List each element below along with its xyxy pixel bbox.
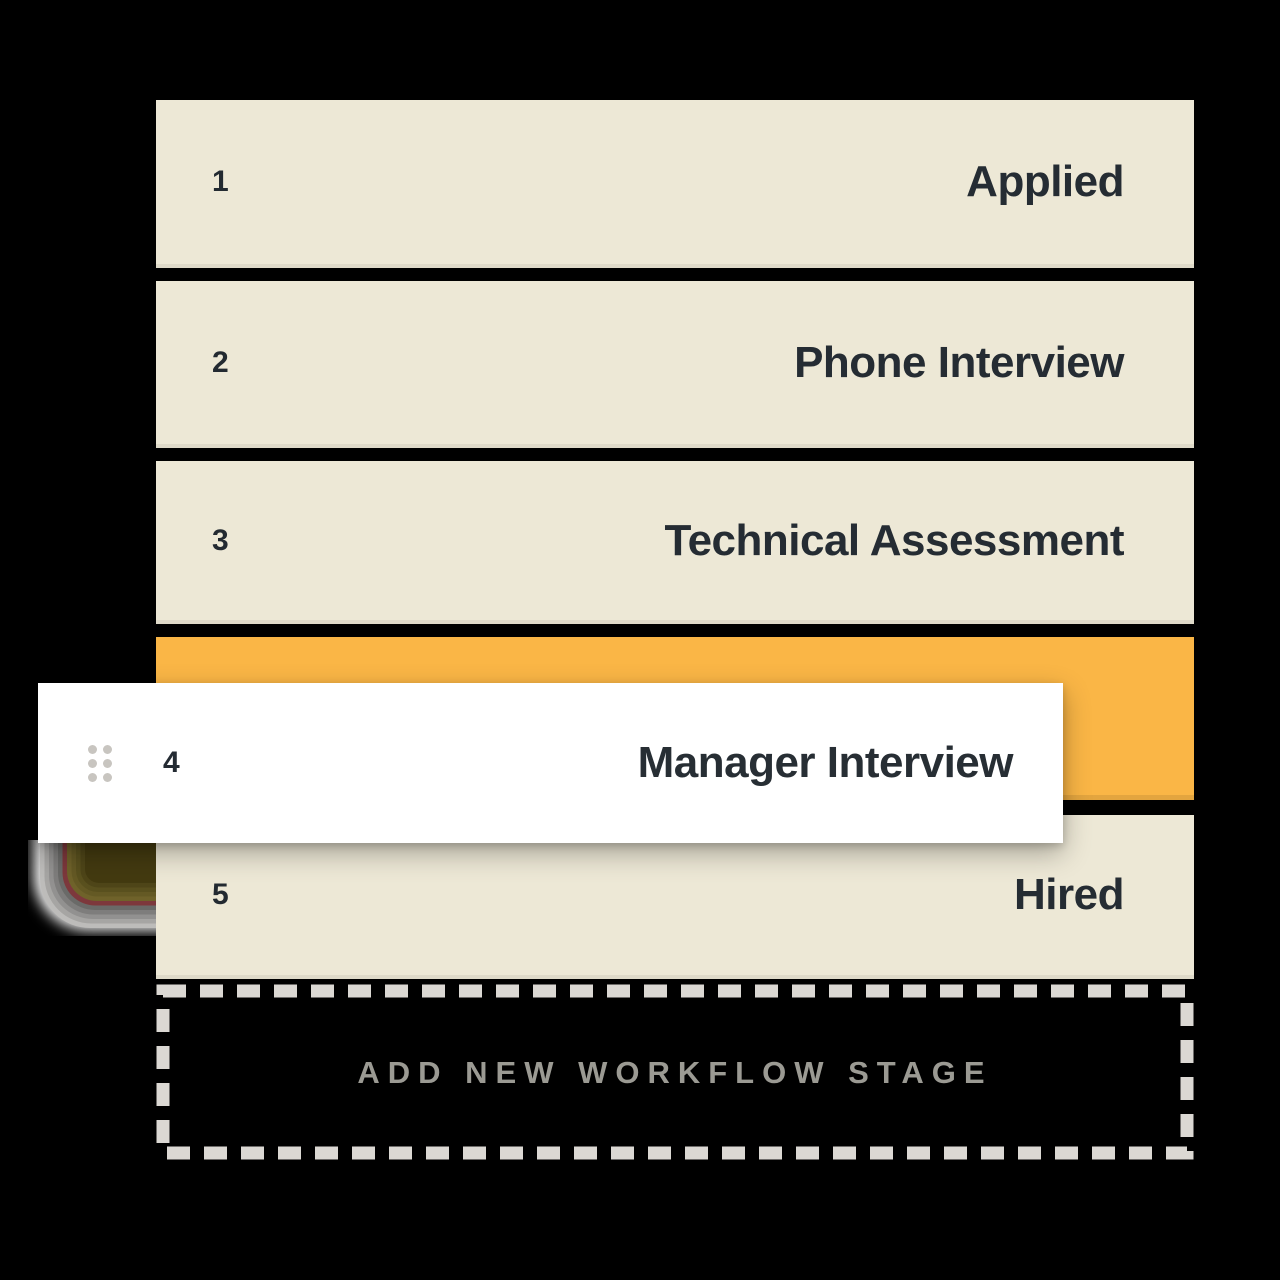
add-stage-button[interactable]: ADD NEW WORKFLOW STAGE [156,984,1194,1160]
stage-label: Phone Interview [794,337,1124,387]
dragged-stage-card-manager-interview[interactable]: 4 Manager Interview [38,683,1063,843]
stage-number: 2 [212,345,229,379]
stage-number: 3 [212,523,229,557]
drag-motion-artifact [34,840,160,930]
stage-label: Applied [966,157,1124,206]
stage-number: 5 [212,878,229,911]
add-stage-button-label: ADD NEW WORKFLOW STAGE [357,1054,993,1090]
stage-label: Manager Interview [637,738,1014,787]
stage-number: 1 [212,165,229,198]
drag-handle-icon[interactable] [88,744,112,782]
stage-number: 4 [163,746,180,779]
stage-row-applied[interactable]: 1 Applied [156,100,1194,268]
stage-row-phone-interview[interactable]: 2 Phone Interview [156,281,1194,448]
stage-row-technical-assessment[interactable]: 3 Technical Assessment [156,461,1194,624]
stage-label: Hired [1014,870,1124,919]
stage-label: Technical Assessment [664,515,1124,565]
